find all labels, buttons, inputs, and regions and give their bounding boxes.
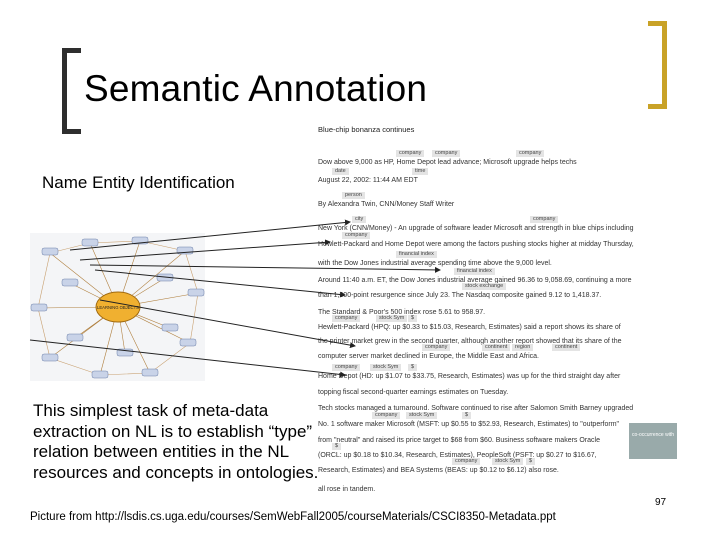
entity-tag: financial index <box>454 268 495 275</box>
annotated-article: Blue-chip bonanza continues Dow above 9,… <box>312 122 674 498</box>
entity-tag: continent <box>482 344 511 351</box>
page-number: 97 <box>655 497 667 508</box>
title-bracket-left <box>62 48 81 134</box>
entity-tag: company <box>342 232 371 239</box>
entity-tag: date <box>332 168 349 175</box>
source-citation: Picture from http://lsdis.cs.uga.edu/cou… <box>30 511 556 523</box>
entity-tag: continent <box>552 344 581 351</box>
article-line: Research, Estimates) and BEA Systems (BE… <box>318 467 559 474</box>
slide-title: Semantic Annotation <box>84 68 428 109</box>
title-bracket-right <box>648 21 667 109</box>
article-line: New York (CNN/Money) - An upgrade of sof… <box>318 225 634 232</box>
article-line: Hewlett-Packard and Home Depot were amon… <box>318 241 634 248</box>
article-line: August 22, 2002: 11:44 AM EDT <box>318 177 418 184</box>
entity-tag: stock Sym <box>370 364 402 371</box>
ner-label: Name Entity Identification <box>42 173 235 192</box>
article-line: (ORCL: up $0.18 to $10.34, Research, Est… <box>318 452 597 459</box>
article-line: than 1,300-point resurgence since July 2… <box>318 292 602 299</box>
entity-tag: city <box>352 216 367 223</box>
entity-tag: financial index <box>396 251 437 258</box>
entity-tag: person <box>342 192 365 199</box>
article-line: Hewlett-Packard (HPQ: up $0.33 to $15.03… <box>318 324 621 331</box>
article-line: No. 1 software maker Microsoft (MSFT: up… <box>318 421 620 428</box>
ontology-graph: LEARNING OBJECTS <box>30 233 205 381</box>
article-line: with the Dow Jones industrial average sp… <box>318 260 552 267</box>
entity-tag: $ <box>526 458 536 465</box>
entity-tag: company <box>530 216 559 223</box>
entity-tag: company <box>452 458 481 465</box>
entity-tag: stock Sym <box>406 412 438 419</box>
article-line: the printer market grew in the second qu… <box>318 338 622 345</box>
entity-tag: company <box>332 364 361 371</box>
entity-tag: $ <box>408 364 418 371</box>
entity-tag: region <box>512 344 534 351</box>
entity-tag: company <box>396 150 425 157</box>
entity-tag: company <box>332 315 361 322</box>
body-text: This simplest task of meta-data extracti… <box>33 401 319 482</box>
entity-tag: stock Sym <box>492 458 524 465</box>
article-line: topping fiscal second-quarter earnings e… <box>318 389 509 396</box>
entity-tag: stock exchange <box>462 283 507 290</box>
article-headline: Blue-chip bonanza continues <box>318 125 415 134</box>
entity-tag: stock Sym <box>376 315 408 322</box>
article-line: Around 11:40 a.m. ET, the Dow Jones indu… <box>318 277 632 284</box>
article-line: computer server market declined in Europ… <box>318 353 539 360</box>
article-line: Tech stocks managed a turnaround. Softwa… <box>318 405 634 412</box>
entity-tag: company <box>432 150 461 157</box>
entity-tag: company <box>516 150 545 157</box>
article-line: Dow above 9,000 as HP, Home Depot lead a… <box>318 159 577 166</box>
article-line: By Alexandra Twin, CNN/Money Staff Write… <box>318 201 455 208</box>
entity-tag: $ <box>462 412 472 419</box>
article-line: all rose in tandem. <box>318 486 376 493</box>
entity-tag: $ <box>408 315 418 322</box>
entity-tag: $ <box>332 443 342 450</box>
article-line: Home Depot (HD: up $1.07 to $33.75, Rese… <box>318 373 621 380</box>
entity-tag: company <box>372 412 401 419</box>
ontology-center-label: LEARNING OBJECTS <box>97 305 139 310</box>
article-line: The Standard & Poor's 500 index rose 5.6… <box>318 309 486 316</box>
entity-tag: company <box>422 344 451 351</box>
side-badge: co-occurrence with <box>629 423 677 459</box>
article-line: from "neutral" and raised its price targ… <box>318 437 600 444</box>
entity-tag: time <box>412 168 429 175</box>
